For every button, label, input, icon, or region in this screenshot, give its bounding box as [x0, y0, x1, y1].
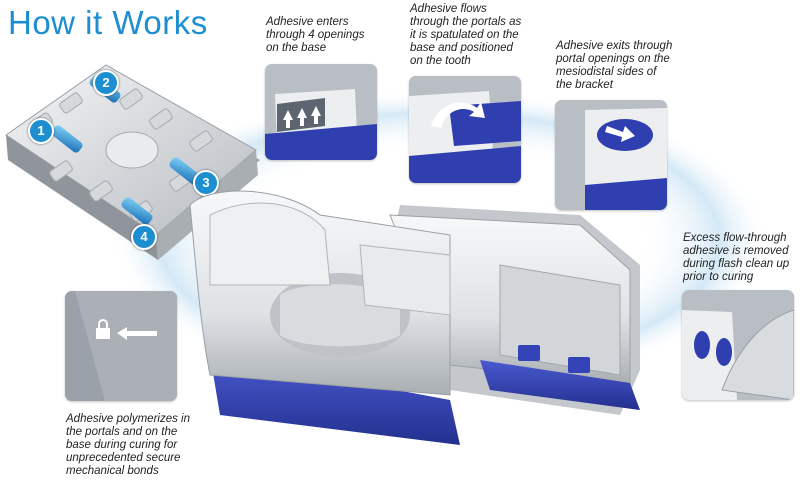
flows-illustration — [409, 76, 521, 183]
portal-badge-3: 3 — [193, 170, 219, 196]
caption-flows: Adhesive flows through the portals as it… — [410, 3, 522, 67]
arrow-icon — [283, 106, 321, 128]
portal-badge-4: 4 — [131, 224, 157, 250]
portal-badge-2: 2 — [93, 70, 119, 96]
panel-excess-removal — [682, 290, 794, 400]
panel-adhesive-flows — [409, 76, 521, 183]
caption-enters: Adhesive enters through 4 openings on th… — [266, 16, 365, 54]
caption-excess: Excess flow-through adhesive is removed … — [683, 232, 790, 283]
panel-adhesive-polymerizes — [65, 291, 177, 401]
bracket-body-illustration — [189, 190, 640, 445]
excess-illustration — [682, 290, 794, 400]
caption-exits: Adhesive exits through portal openings o… — [556, 40, 673, 91]
exits-illustration — [555, 100, 667, 210]
page-title: How it Works — [8, 4, 208, 41]
arrow-icon — [605, 126, 635, 142]
portal-badge-1: 1 — [28, 118, 54, 144]
panel-adhesive-enters — [265, 64, 377, 160]
arrow-icon — [431, 102, 485, 128]
panel-adhesive-exits — [555, 100, 667, 210]
lock-icon — [96, 319, 110, 339]
arrow-icon — [117, 327, 157, 340]
polymerizes-illustration — [65, 291, 177, 401]
enters-illustration — [265, 64, 377, 160]
caption-polymerizes: Adhesive polymerizes in the portals and … — [66, 413, 191, 477]
